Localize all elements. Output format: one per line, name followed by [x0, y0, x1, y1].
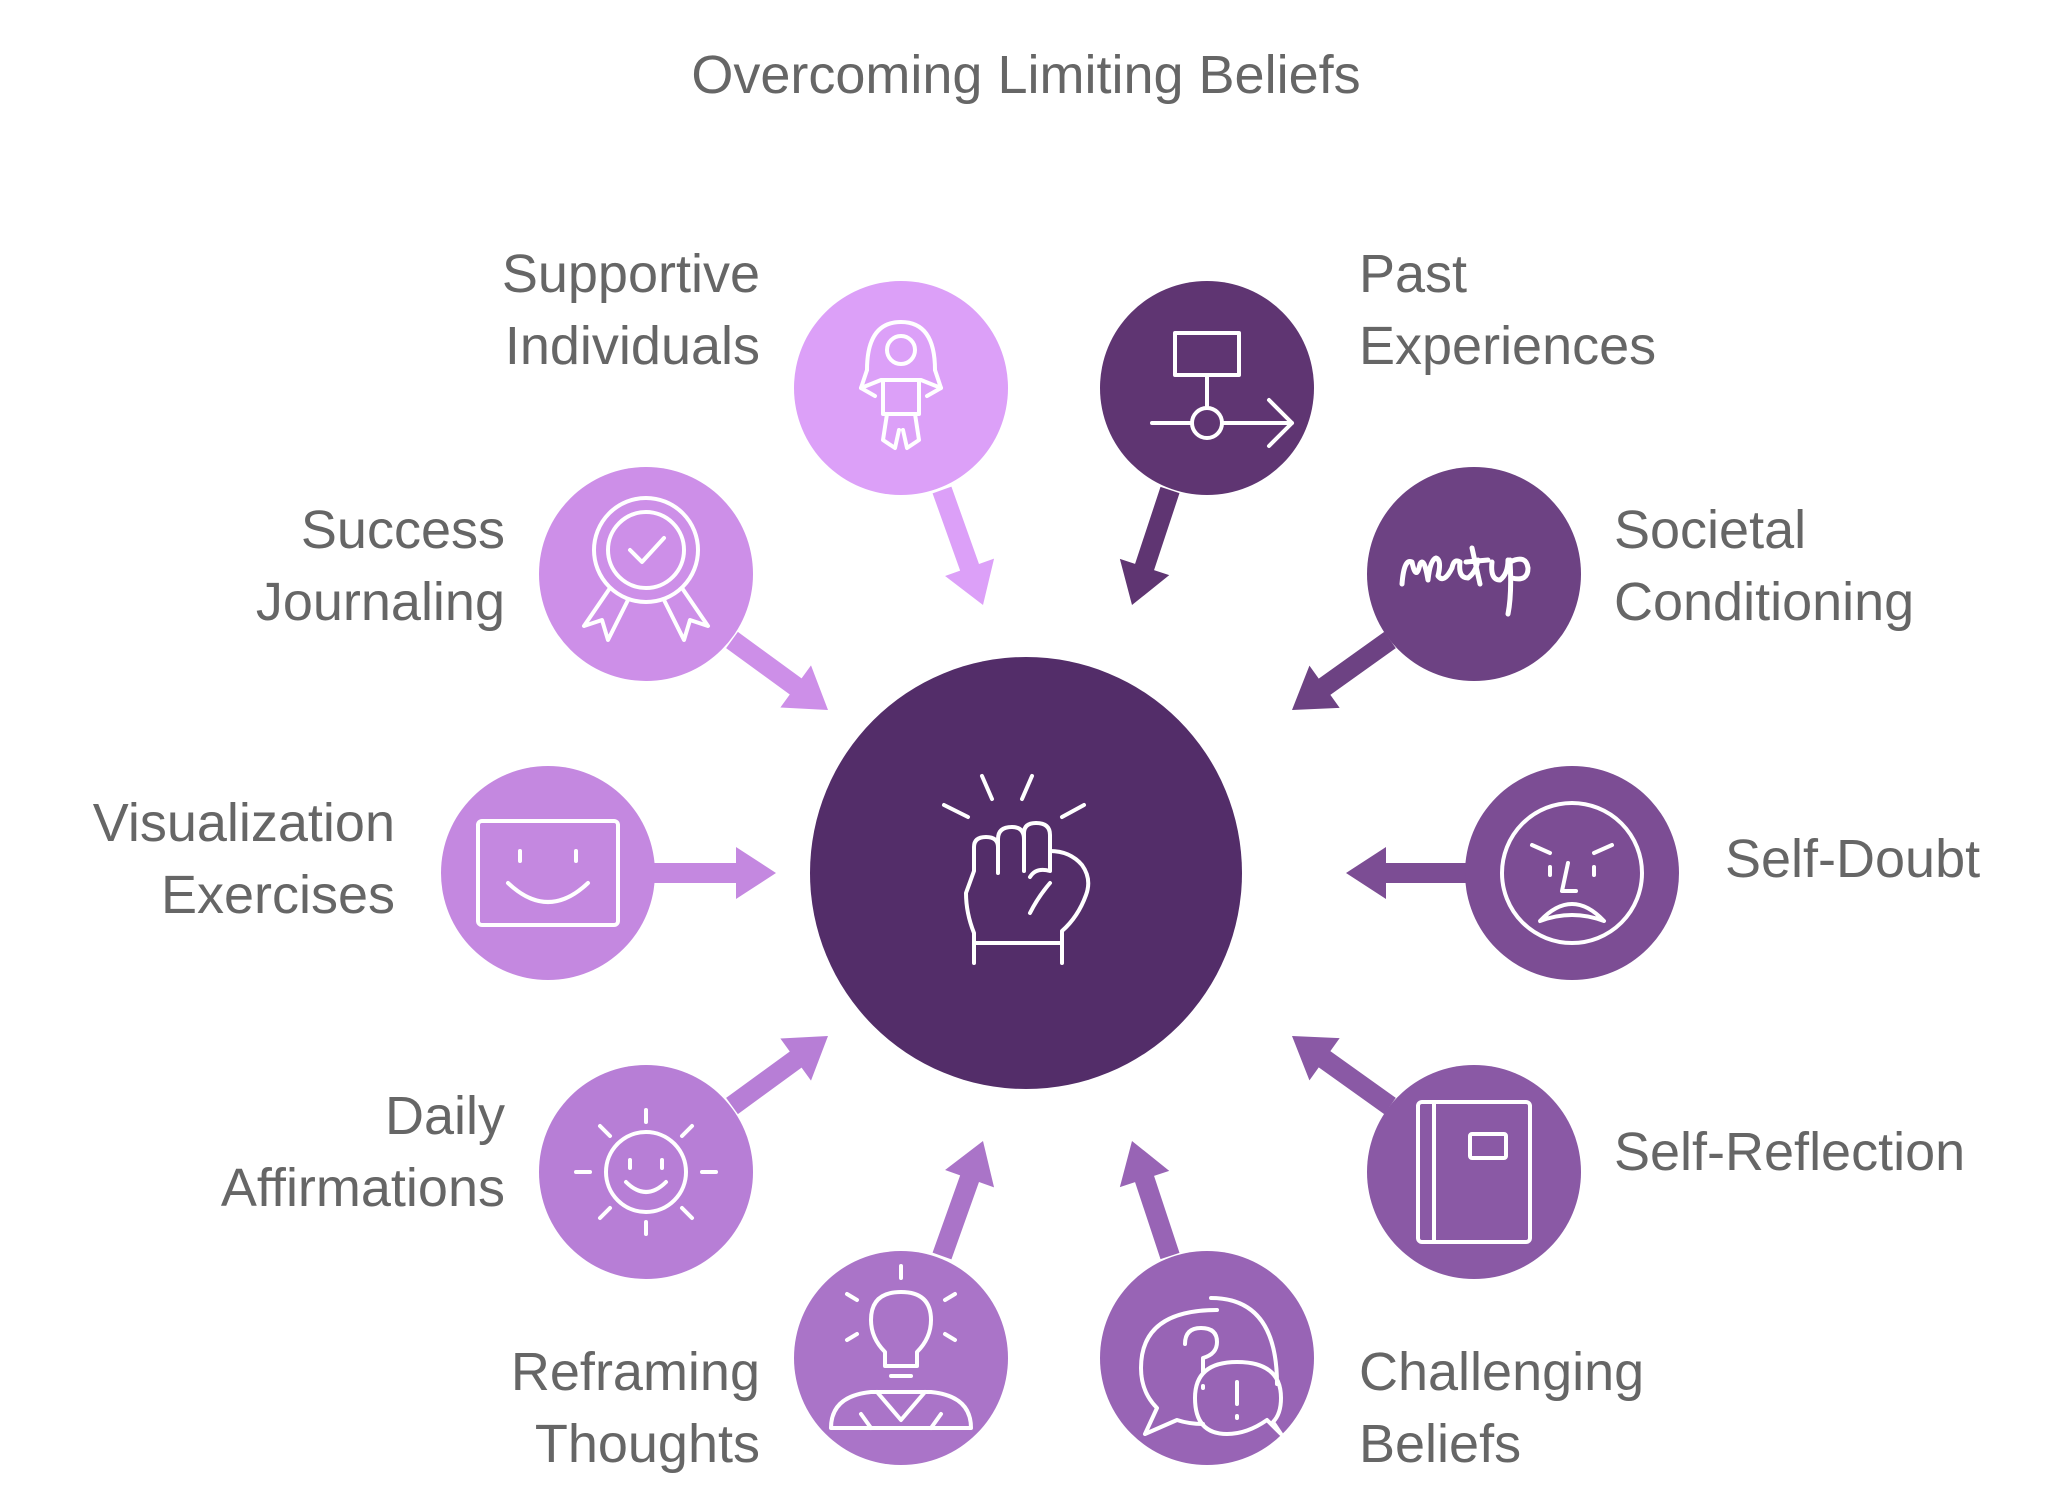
- center-node: [810, 657, 1242, 1089]
- success-journaling-label-line: Journaling: [256, 572, 505, 632]
- societal-conditioning-label-line: Societal: [1614, 500, 1806, 560]
- self-reflection-circle: [1367, 1065, 1581, 1279]
- child-jump-rope-icon: [859, 320, 943, 450]
- self-reflection-label-line: Self-Reflection: [1614, 1122, 1965, 1182]
- success-journaling-label-line: Success: [301, 500, 505, 560]
- past-experiences-arrow: [1119, 486, 1180, 605]
- visualization-exercises-circle: [441, 766, 655, 980]
- reframing-thoughts-label-line: Thoughts: [535, 1414, 760, 1474]
- challenging-beliefs-label-line: Challenging: [1359, 1342, 1644, 1402]
- past-experiences-label-line: Past: [1359, 244, 1467, 304]
- visualization-exercises-arrow: [650, 847, 776, 899]
- self-doubt-label-line: Self-Doubt: [1725, 829, 1980, 889]
- societal-conditioning-arrow: [1292, 631, 1396, 710]
- supportive-individuals-label-line: Supportive: [502, 244, 760, 304]
- connectors: [650, 486, 1470, 1260]
- center-circle: [810, 657, 1242, 1089]
- worried-face-icon: [1500, 801, 1644, 945]
- flowchart-arrow-icon: [1150, 331, 1294, 448]
- meetup-logo-icon: [1399, 545, 1531, 617]
- societal-conditioning-label-line: Conditioning: [1614, 572, 1914, 632]
- supportive-individuals-circle: [794, 281, 1008, 495]
- notebook-icon: [1416, 1100, 1532, 1244]
- reframing-thoughts-circle: [794, 1251, 1008, 1465]
- self-doubt-node: Self-Doubt: [1465, 766, 1980, 980]
- daily-affirmations-label-line: Affirmations: [221, 1158, 505, 1218]
- success-journaling-arrow: [726, 631, 828, 710]
- self-reflection-node: Self-Reflection: [1367, 1065, 1965, 1279]
- diagram-title: Overcoming Limiting Beliefs: [691, 45, 1360, 105]
- self-reflection-label: Self-Reflection: [1614, 1122, 1965, 1182]
- raised-fist-icon: [942, 774, 1091, 965]
- self-doubt-label: Self-Doubt: [1725, 829, 1980, 889]
- visualization-exercises-label-line: Visualization: [93, 793, 395, 853]
- self-doubt-circle: [1465, 766, 1679, 980]
- visualization-exercises-label-line: Exercises: [161, 865, 395, 925]
- daily-affirmations-circle: [539, 1065, 753, 1279]
- self-doubt-arrow: [1346, 847, 1470, 899]
- lightbulb-person-icon: [829, 1264, 973, 1430]
- smiley-screen-icon: [476, 819, 620, 927]
- challenging-beliefs-arrow: [1119, 1141, 1180, 1260]
- daily-affirmations-label-line: Daily: [385, 1086, 505, 1146]
- past-experiences-label-line: Experiences: [1359, 316, 1656, 376]
- success-journaling-circle: [539, 467, 753, 681]
- challenging-beliefs-label-line: Beliefs: [1359, 1414, 1521, 1474]
- self-reflection-arrow: [1292, 1036, 1396, 1115]
- supportive-individuals-label-line: Individuals: [505, 316, 760, 376]
- daily-affirmations-arrow: [726, 1036, 828, 1115]
- smiling-sun-icon: [574, 1108, 718, 1236]
- award-badge-icon: [582, 496, 710, 642]
- reframing-thoughts-label-line: Reframing: [511, 1342, 760, 1402]
- supportive-individuals-arrow: [932, 486, 995, 605]
- reframing-thoughts-arrow: [932, 1141, 995, 1260]
- question-exclamation-bubbles-icon: [1139, 1296, 1283, 1436]
